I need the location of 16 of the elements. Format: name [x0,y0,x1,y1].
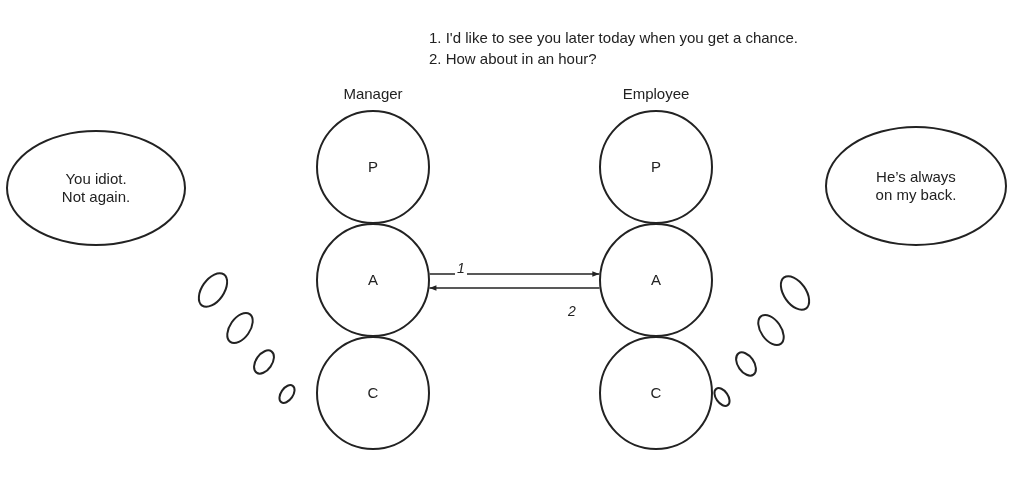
role-heading: Manager [343,84,403,104]
message-text: 1. I'd like to see you later today when you get a chance. [429,28,798,48]
role-heading: Employee [622,84,690,104]
arrow [428,271,601,277]
ego-state-letter: P [368,158,378,176]
message-text: 2. How about in an hour? [429,49,597,69]
arrow [428,285,601,291]
edge-label: 2 [566,303,578,319]
ego-state-letter: A [368,271,378,289]
thought-text: He’s always on my back. [874,168,958,204]
edge-label: 1 [455,260,467,276]
thought-text: You idiot. Not again. [60,170,132,206]
ego-state-letter: C [367,384,379,402]
ego-state-letter: C [650,384,662,402]
ego-state-letter: P [651,158,661,176]
ego-state-letter: A [651,271,661,289]
